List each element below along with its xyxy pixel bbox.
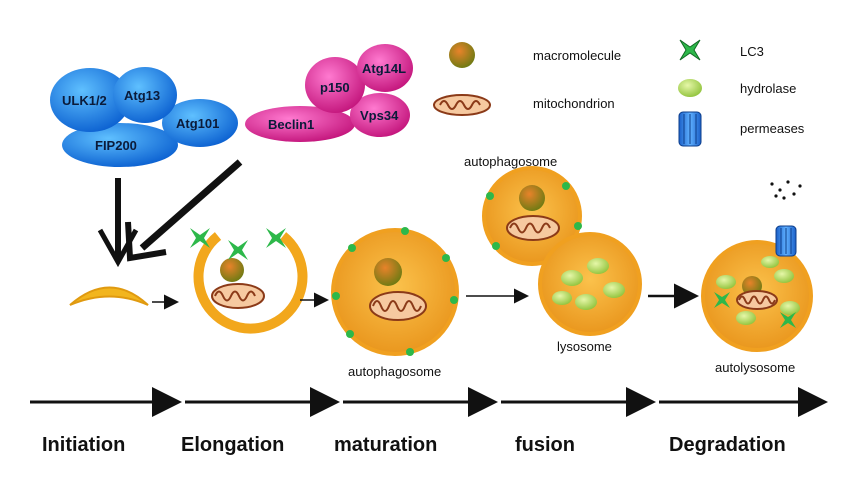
mitochondrion <box>211 283 265 309</box>
autophagosome <box>331 227 459 356</box>
lc3-icon <box>492 242 500 250</box>
macromolecule <box>374 258 402 286</box>
stage-maturation: maturation <box>334 434 437 456</box>
hydrolase-icon <box>603 282 625 298</box>
hydrolase-icon <box>716 275 736 289</box>
autophagosome-label-mid: autophagosome <box>348 364 441 379</box>
hydrolase-icon <box>561 270 583 286</box>
ulk-label: ULK1/2 <box>62 93 107 108</box>
autophagosome-label-top: autophagosome <box>464 154 557 169</box>
ulk-complex: ULK1/2 Atg13 Atg101 FIP200 <box>50 67 238 167</box>
hydrolase-icon <box>587 258 609 274</box>
lysosome <box>538 232 642 336</box>
mitochondrion <box>736 290 778 310</box>
hydrolase-icon <box>780 301 800 315</box>
atg101-protein <box>162 99 238 147</box>
lc3-icon <box>346 330 354 338</box>
arrow-beclin-to-phagophore <box>139 159 243 251</box>
legend: macromolecule mitochondrion LC3 hydrolas… <box>433 39 805 147</box>
hydrolase-icon <box>575 294 597 310</box>
beclin-protein <box>245 106 355 142</box>
arrow-beclin-head <box>125 221 167 262</box>
atg13-protein <box>113 67 177 123</box>
beclin-label: Beclin1 <box>268 117 314 132</box>
elongation-phagophore <box>190 228 308 334</box>
phagophore <box>69 286 149 306</box>
autolysosome <box>701 240 813 352</box>
lc3-icon <box>190 228 210 248</box>
lc3-icon <box>486 192 494 200</box>
lc3-icon <box>562 182 570 190</box>
mitochondrion <box>506 215 560 241</box>
ulk-protein <box>50 68 130 132</box>
atg14l-label: Atg14L <box>362 61 406 76</box>
macromolecule-icon <box>449 42 475 68</box>
stage-degradation: Degradation <box>669 434 786 456</box>
mitochondrion-icon <box>433 94 491 116</box>
legend-macromolecule: macromolecule <box>533 48 621 63</box>
lc3-icon <box>450 296 458 304</box>
lc3-icon <box>574 222 582 230</box>
fip200-protein <box>62 123 178 167</box>
legend-mitochondrion: mitochondrion <box>533 96 615 111</box>
lc3-icon <box>442 254 450 262</box>
atg101-label: Atg101 <box>176 116 219 131</box>
lc3-icon <box>228 240 248 260</box>
legend-lc3: LC3 <box>740 44 764 59</box>
permease-icon <box>775 225 797 257</box>
beclin-complex: Beclin1 Vps34 p150 Atg14L <box>245 44 413 142</box>
macromolecule <box>519 185 545 211</box>
hydrolase-icon <box>774 269 794 283</box>
fusing-autophagosome <box>482 166 582 266</box>
p150-protein <box>305 57 365 113</box>
lc3-icon <box>332 292 340 300</box>
hydrolase-icon <box>552 291 572 305</box>
vps34-label: Vps34 <box>360 108 399 123</box>
p150-label: p150 <box>320 80 350 95</box>
mitochondrion <box>369 291 427 321</box>
fip200-label: FIP200 <box>95 138 137 153</box>
legend-permeases: permeases <box>740 121 805 136</box>
hydrolase-icon <box>736 311 756 325</box>
lysosome-label: lysosome <box>557 339 612 354</box>
lc3-icon <box>401 227 409 235</box>
lc3-icon <box>780 312 796 328</box>
hydrolase-icon <box>761 256 779 268</box>
lc3-icon <box>714 292 730 308</box>
atg14l-protein <box>357 44 413 92</box>
atg13-label: Atg13 <box>124 88 160 103</box>
stage-elongation: Elongation <box>181 434 284 456</box>
autolysosome-label: autolysosome <box>715 360 795 375</box>
lc3-icon <box>348 244 356 252</box>
lc3-icon <box>266 228 286 248</box>
stage-initiation: Initiation <box>42 434 125 456</box>
hydrolase-icon <box>678 79 702 97</box>
recruitment-arrows <box>97 159 243 268</box>
permease-icon <box>678 111 702 147</box>
legend-hydrolase: hydrolase <box>740 81 796 96</box>
degradation-products <box>770 180 802 200</box>
lc3-icon <box>406 348 414 356</box>
vps34-protein <box>350 93 410 137</box>
stage-fusion: fusion <box>515 434 575 456</box>
macromolecule <box>220 258 244 282</box>
lc3-icon <box>679 39 701 61</box>
